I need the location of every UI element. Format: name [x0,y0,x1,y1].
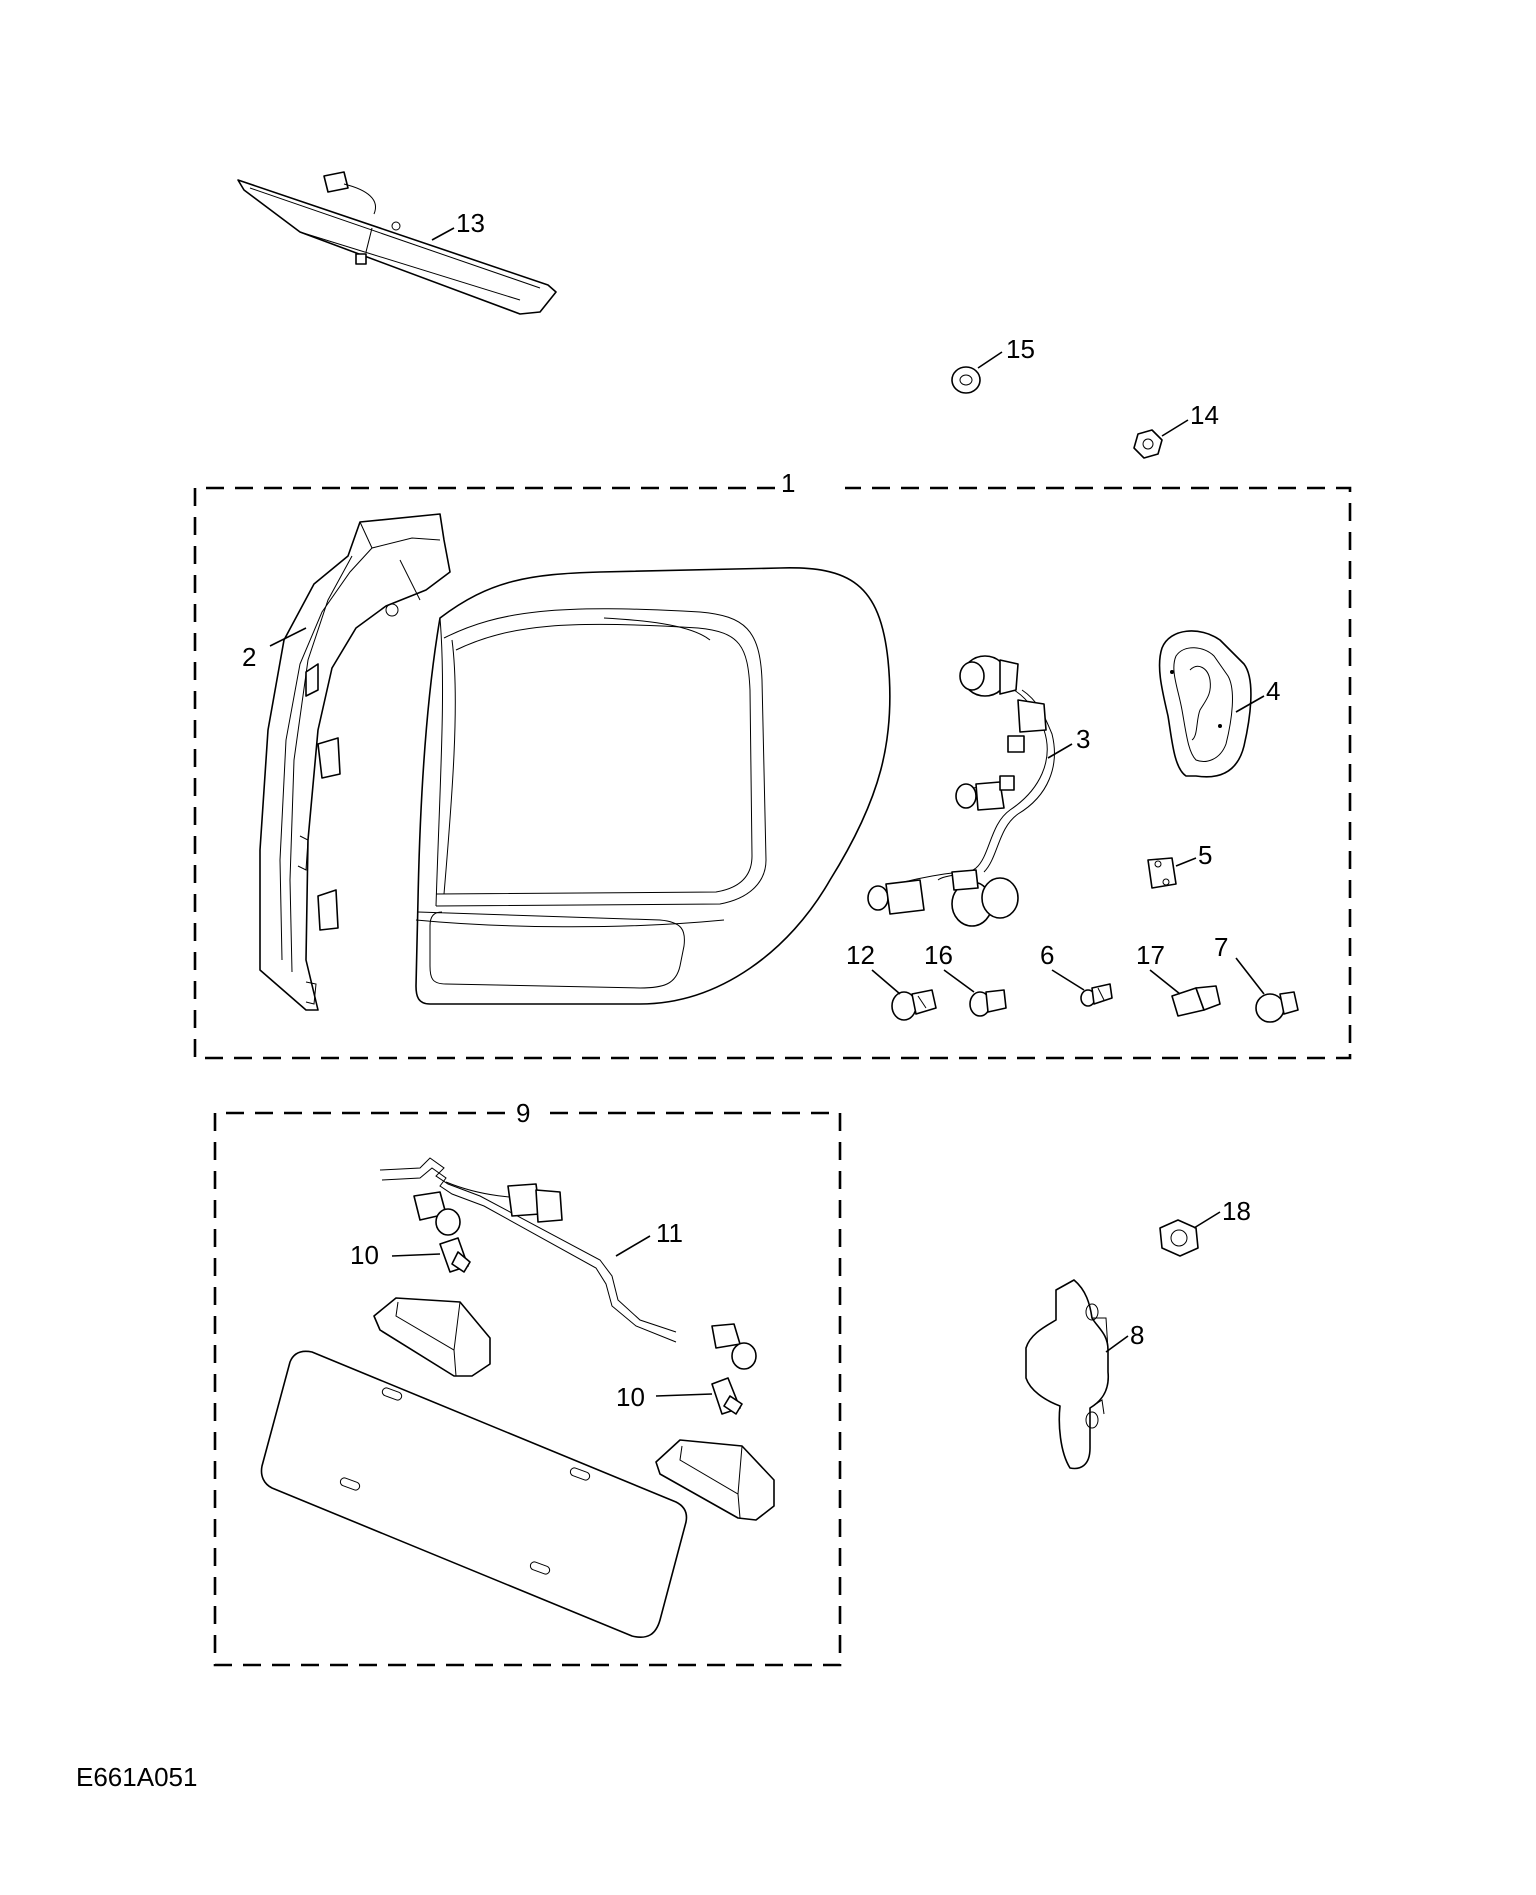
part-15-grommet [951,366,981,394]
callout-5: 5 [1198,840,1212,870]
callout-15: 15 [1006,334,1035,364]
callout-18: 18 [1222,1196,1251,1226]
callout-13: 13 [456,208,485,238]
licence-lamp-right [655,1439,775,1521]
part-18-nut [1159,1219,1199,1257]
callout-6: 6 [1040,940,1054,970]
part-16-bulb [969,989,1007,1017]
callout-2: 2 [242,642,256,672]
callout-labels: 13 15 14 1 2 3 4 5 12 16 6 17 7 9 18 11 … [242,208,1280,1412]
part-3-wiring-harness [867,655,1055,927]
part-12-bulb [891,989,937,1021]
licence-lamp-left [373,1297,491,1377]
part-10-bulb-upper [439,1237,471,1273]
callout-10-lower: 10 [616,1382,645,1412]
part-13-high-mount-stop-lamp [237,171,557,315]
callout-11: 11 [656,1218,683,1248]
callout-16: 16 [924,940,953,970]
part-11-licence-harness [379,1157,757,1370]
part-10-bulb-lower [711,1377,743,1415]
callout-1: 1 [781,468,795,498]
part-7-bulb [1255,991,1299,1023]
callout-8: 8 [1130,1320,1144,1350]
group-box-1 [193,486,1352,1060]
callout-14: 14 [1190,400,1219,430]
part-6-bulb [1080,983,1113,1007]
figure-reference-code: E661A051 [76,1762,197,1792]
callout-4: 4 [1266,676,1280,706]
licence-plate [260,1350,688,1638]
rear-lamp-housing [415,567,891,1005]
callout-7: 7 [1214,932,1228,962]
callout-3: 3 [1076,724,1090,754]
part-4-gasket [1158,630,1252,778]
part-5-clip [1147,857,1177,889]
callout-12: 12 [846,940,875,970]
part-17-bulb [1171,985,1221,1017]
callout-17: 17 [1136,940,1165,970]
callout-9: 9 [516,1098,530,1128]
part-14-nut [1133,429,1163,459]
part-2-finisher-panel [259,513,451,1011]
leader-lines [269,227,1265,1397]
group-box-9 [213,1111,842,1667]
part-8-pad [1025,1279,1110,1470]
callout-10-upper: 10 [350,1240,379,1270]
